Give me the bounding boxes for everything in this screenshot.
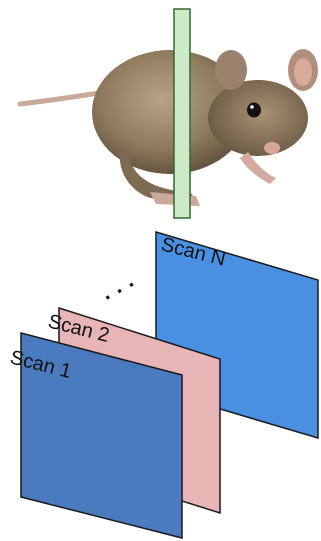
mouse-body [92,50,248,174]
mouse-illustration [17,49,318,206]
imaging-slice [173,8,191,219]
mouse-front-paw [240,152,276,184]
scan-plane-1 [20,332,183,539]
mouse-head [208,80,308,156]
mouse-nose [264,142,280,154]
mouse-ear-inner [294,58,312,86]
mouse-eye-highlight [250,105,254,109]
scan-ellipsis: · · · [99,272,141,310]
mouse-eye [247,102,261,118]
mouse-ear-back [215,50,247,90]
mouse-tail [17,89,108,107]
mouse-hind-leg [119,150,196,200]
